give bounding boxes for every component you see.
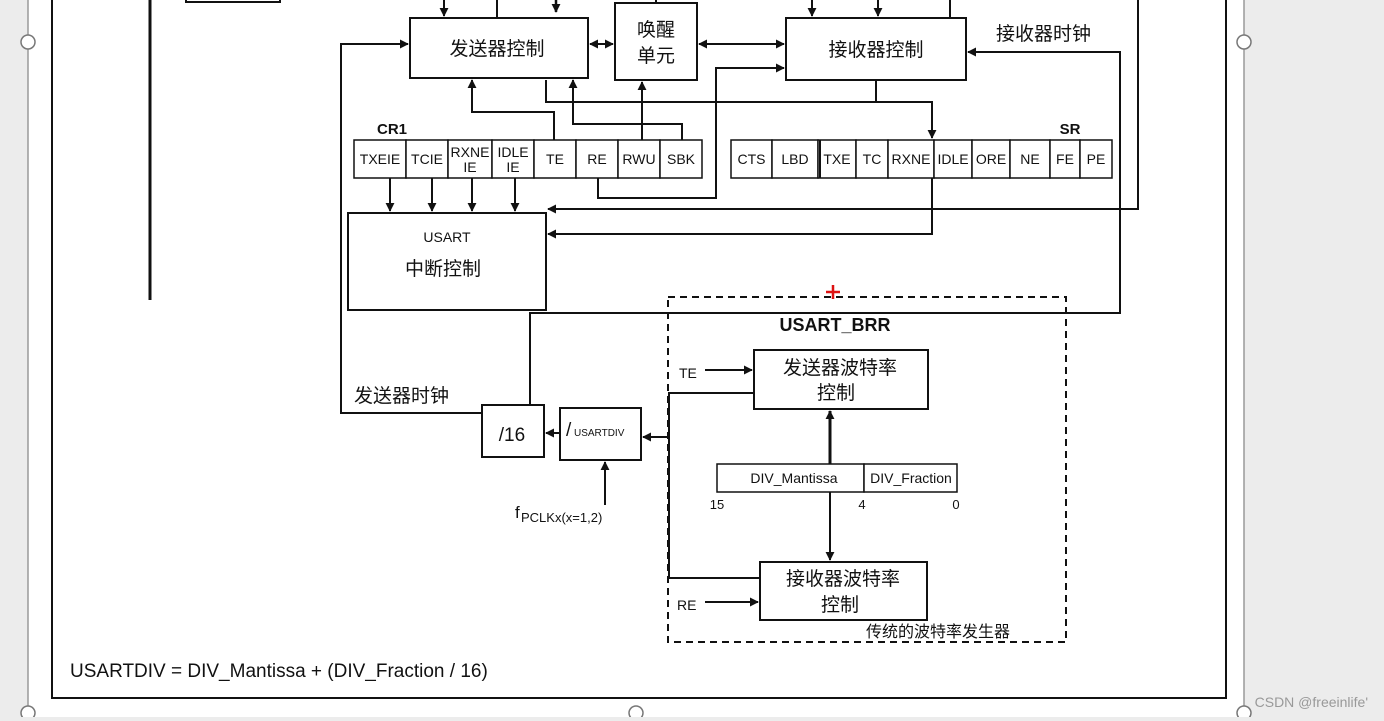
baud-generator-region <box>667 296 1067 643</box>
slide-canvas <box>28 0 1244 717</box>
sr-label: SR <box>1060 121 1081 138</box>
slide-frame <box>51 0 1227 699</box>
sr-register: CTS LBD TXE TC RXNE IDLE ORE NE FE PE <box>730 139 1113 179</box>
traditional-gen-label: 传统的波特率发生器 <box>866 622 1010 641</box>
sr-cell-label: TC <box>863 151 882 167</box>
sr-cell <box>1009 139 1051 179</box>
rx-baud-line2: 控制 <box>821 594 859 616</box>
sr-cell-label: FE <box>1056 151 1074 167</box>
top-fragment <box>185 0 281 3</box>
div16-block: /16 <box>481 404 545 458</box>
resize-handle-bottom-left[interactable] <box>20 705 36 721</box>
sr-cell-label: NE <box>1020 151 1039 167</box>
div-mantissa-field: DIV_Mantissa <box>750 470 837 486</box>
fpclk-sub-label: PCLKx(x=1,2) <box>521 510 602 525</box>
wakeup-label-line1: 唤醒 <box>637 19 675 41</box>
usart-label: USART <box>423 229 471 245</box>
usart-brr-label: USART_BRR <box>779 315 890 335</box>
brr-register: DIV_Mantissa DIV_Fraction <box>716 463 958 493</box>
tx-control-block: 发送器控制 <box>409 17 589 79</box>
sr-cell <box>1049 139 1081 179</box>
usartdiv-block: / USARTDIV <box>559 407 642 461</box>
cr1-cell-label: SBK <box>667 151 696 167</box>
rx-clock-label: 接收器时钟 <box>996 23 1091 45</box>
tx-clock-label: 发送器时钟 <box>354 385 449 407</box>
rx-control-block: 接收器控制 <box>785 17 967 81</box>
sr-flags-line-1 <box>547 0 1139 214</box>
tx-control-label: 发送器控制 <box>449 38 544 60</box>
te-input-label: TE <box>679 365 697 381</box>
cr1-cell-label: TXEIE <box>360 151 400 167</box>
cr1-cell <box>405 139 449 179</box>
wakeup-unit-block: 唤醒 单元 <box>614 2 698 81</box>
wakeup-label-line2: 单元 <box>637 45 675 67</box>
cr1-cell-label: RXNE <box>451 144 490 160</box>
sr-cell <box>771 139 819 179</box>
cr1-cell-label: TE <box>546 151 564 167</box>
bit-15-label: 15 <box>710 497 724 512</box>
bit-0-label: 0 <box>952 497 959 512</box>
rx-baud-block: 接收器波特率 控制 <box>759 561 928 621</box>
sr-cell-label: PE <box>1087 151 1106 167</box>
resize-handle-left[interactable] <box>20 34 36 50</box>
sr-cell-label: RXNE <box>892 151 931 167</box>
sr-cell-label: TXE <box>823 151 850 167</box>
div-fraction-field: DIV_Fraction <box>870 470 952 486</box>
usartdiv-prefix: / <box>566 420 572 441</box>
te-to-tx-line <box>467 79 555 140</box>
fpclk-main-label: f <box>515 503 520 522</box>
tx-baud-line1: 发送器波特率 <box>783 357 897 379</box>
irq-control-label: 中断控制 <box>405 258 481 280</box>
cr1-label: CR1 <box>377 121 407 138</box>
cr1-cell-label: TCIE <box>411 151 443 167</box>
sr-cell <box>1079 139 1113 179</box>
cr1-cell <box>491 139 535 179</box>
sr-cell <box>817 139 857 179</box>
rx-clock-line <box>529 47 1121 405</box>
tx-baud-line2: 控制 <box>817 382 855 404</box>
sr-cell-label: ORE <box>976 151 1006 167</box>
cr1-cell-label: RWU <box>622 151 655 167</box>
cr1-cell-label-2: IE <box>463 159 476 175</box>
sr-cell <box>933 139 973 179</box>
formula-text: USARTDIV = DIV_Mantissa + (DIV_Fraction … <box>70 661 488 682</box>
tx-clock-line <box>340 39 481 414</box>
rx-control-label: 接收器控制 <box>828 39 923 61</box>
bit-4-label: 4 <box>858 497 865 512</box>
resize-handle-bottom-center[interactable] <box>628 705 644 721</box>
tx-baud-block: 发送器波特率 控制 <box>753 349 929 410</box>
cr1-cell-label-2: IE <box>506 159 519 175</box>
watermark-text: CSDN @freeinlife' <box>1255 694 1368 710</box>
div16-label: /16 <box>499 425 525 446</box>
resize-handle-bottom-right[interactable] <box>1236 705 1252 721</box>
sr-cell-label: IDLE <box>937 151 968 167</box>
cr1-cell <box>575 139 619 179</box>
resize-handle-right[interactable] <box>1236 34 1252 50</box>
re-to-rx-line <box>597 63 785 199</box>
cursor-cross <box>826 285 840 299</box>
re-input-label: RE <box>677 597 696 613</box>
sr-flags-line-2 <box>547 178 933 239</box>
sr-cell-label: CTS <box>738 151 766 167</box>
cr1-cell-label: IDLE <box>497 144 528 160</box>
tx-to-sr-line <box>545 80 937 139</box>
rx-baud-line1: 接收器波特率 <box>786 568 900 590</box>
usartdiv-sub: USARTDIV <box>574 428 625 439</box>
cr1-cell <box>659 139 703 179</box>
cr1-cell-label: RE <box>587 151 606 167</box>
usart-interrupt-block: USART 中断控制 <box>347 212 547 311</box>
sr-cell <box>887 139 935 179</box>
sr-cell-label: LBD <box>781 151 808 167</box>
